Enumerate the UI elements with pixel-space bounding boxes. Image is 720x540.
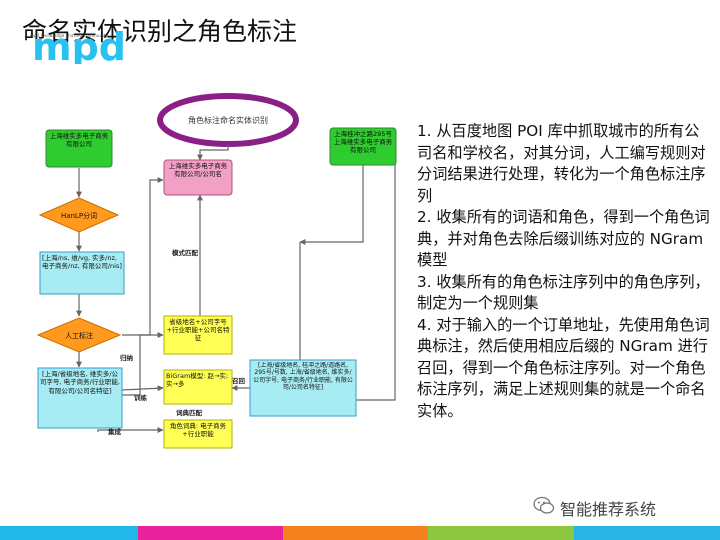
step-4: 4. 对于输入的一个订单地址，先使用角色词典标注，然后使用相应后缀的 NGram… bbox=[417, 315, 710, 420]
mpd-logo: mpd bbox=[32, 30, 126, 64]
decision-hanlp-label: HanLP分词 bbox=[61, 211, 97, 220]
footer-seg-5 bbox=[428, 526, 574, 540]
step-2: 2. 收集所有的词语和角色，得到一个角色词典，并对角色去除后缀训练对应的 NGr… bbox=[417, 208, 710, 269]
box-bigram-label: BiGram模型: 赵→实; 实→多 bbox=[166, 372, 229, 388]
edge-label-dict-match: 词典匹配 bbox=[176, 408, 203, 417]
box-roles-left-label: [上海/省级地名, 维实多/公司字号, 电子商务/行业职能, 有限公司/公司名特… bbox=[40, 370, 120, 395]
watermark: 智能推荐系统 bbox=[560, 500, 657, 519]
box-right-top-label: 上海桂冲之路295号上海维实多电子商务有限公司 bbox=[333, 130, 393, 154]
box-mid-top: 上海维实多电子商务有限公司/公司名 bbox=[163, 159, 233, 196]
edge-roles-to-rule bbox=[122, 332, 164, 396]
slide-title: 命名实体识别之角色标注 bbox=[22, 17, 298, 46]
edge-label-collect: 集成 bbox=[107, 427, 122, 436]
edge-ellipse-to-midtop bbox=[197, 145, 229, 161]
title-ellipse: 角色标注命名实体识别 bbox=[157, 93, 299, 147]
step-1: 1. 从百度地图 POI 库中抓取城市的所有公司名和学校名，对其分词，人工编写规… bbox=[417, 122, 706, 205]
box-rule-label: 省级地名+公司字号+行业职能+公司名特征 bbox=[166, 318, 230, 342]
ellipse-label: 角色标注命名实体识别 bbox=[188, 115, 268, 125]
box-right-roles: [上海/省级地名, 桂冲之路/道路名, 295号/号数, 上海/省级地名, 维实… bbox=[249, 359, 357, 417]
step-3: 3. 收集所有的角色标注序列中的角色序列，制定为一个规则集 bbox=[417, 272, 710, 313]
logo-tagline: mpd knowledge sharing community bbox=[30, 33, 109, 38]
edge-decision2-to-midtop bbox=[122, 177, 164, 336]
wechat-icon bbox=[533, 496, 555, 514]
box-dict: 角色词典: 电子商务+行业职能 bbox=[163, 419, 233, 449]
edge-label-recall: 召回 bbox=[232, 376, 246, 385]
edge-roles-to-bigram bbox=[121, 385, 164, 392]
box-tokens: [上海/ns, 维/vg, 实多/nz, 电子商务/nz, 有限公司/nis] bbox=[39, 251, 125, 295]
edge-label-merge: 归纳 bbox=[120, 353, 134, 362]
decision-manual: 人工标注 bbox=[36, 317, 122, 353]
footer-seg-2 bbox=[138, 526, 283, 540]
edge-roles-to-dict bbox=[97, 427, 164, 433]
box-roles-left: [上海/省级地名, 维实多/公司字号, 电子商务/行业职能, 有限公司/公司名特… bbox=[37, 367, 123, 429]
box-rule: 省级地名+公司字号+行业职能+公司名特征 bbox=[163, 315, 233, 355]
box-left-top-label: 上海维实多电子商务有限公司 bbox=[49, 132, 109, 148]
decision-hanlp: HanLP分词 bbox=[38, 197, 120, 233]
flow-diagram: 角色标注命名实体识别 模式匹配 归纳 训练 召回 词典匹配 集成 上海维实多电子… bbox=[36, 93, 397, 449]
box-right-top: 上海桂冲之路295号上海维实多电子商务有限公司 bbox=[329, 127, 397, 166]
footer-seg-6 bbox=[574, 526, 720, 540]
edge-righttop-down bbox=[299, 165, 364, 245]
box-left-top: 上海维实多电子商务有限公司 bbox=[45, 129, 113, 168]
box-tokens-label: [上海/ns, 维/vg, 实多/nz, 电子商务/nz, 有限公司/nis] bbox=[42, 254, 122, 270]
edge-label-mode-match: 模式匹配 bbox=[172, 248, 199, 257]
box-right-roles-label: [上海/省级地名, 桂冲之路/道路名, 295号/号数, 上海/省级地名, 维实… bbox=[253, 362, 353, 392]
footer-color-bar bbox=[0, 526, 720, 540]
logo-text: mpd bbox=[32, 30, 126, 64]
box-dict-label: 角色词典: 电子商务+行业职能 bbox=[169, 422, 227, 438]
steps-list: 1. 从百度地图 POI 库中抓取城市的所有公司名和学校名，对其分词，人工编写规… bbox=[417, 121, 712, 422]
footer-seg-4 bbox=[283, 526, 428, 540]
box-bigram: BiGram模型: 赵→实; 实→多 bbox=[163, 369, 233, 405]
box-mid-top-label: 上海维实多电子商务有限公司/公司名 bbox=[168, 162, 228, 178]
edge-label-train: 训练 bbox=[134, 393, 148, 402]
decision-manual-label: 人工标注 bbox=[65, 331, 93, 340]
footer-seg-1 bbox=[0, 526, 138, 540]
